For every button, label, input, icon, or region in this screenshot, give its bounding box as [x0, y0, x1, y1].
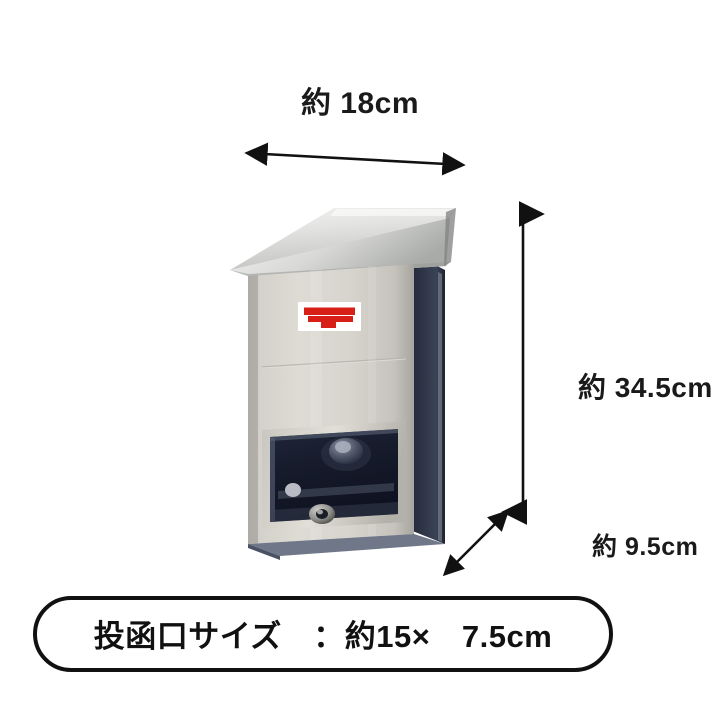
mailbox-product-image	[218, 192, 468, 564]
slot-size-banner: 投函口サイズ ：約15× 7.5cm	[33, 596, 613, 672]
slot-knob-icon	[321, 437, 371, 471]
mailbox-lock-icon	[309, 504, 335, 524]
slot-stopper-icon	[285, 483, 301, 497]
height-dimension-label: 約 34.5cm	[578, 372, 713, 403]
width-dimension-arrow	[244, 142, 466, 176]
postal-mark-icon	[304, 307, 355, 328]
mailbox-illustration	[230, 208, 456, 560]
mailbox-bottom	[248, 534, 445, 560]
slot-size-banner-text: 投函口サイズ ：約15× 7.5cm	[93, 618, 553, 654]
mailbox-side-panel	[410, 252, 445, 544]
postal-mark-plate	[298, 302, 361, 331]
depth-dimension-arrow	[442, 509, 510, 577]
height-dimension-arrow	[501, 201, 545, 525]
depth-dimension-label: 約 9.5cm	[592, 533, 699, 561]
mail-slot-opening	[262, 421, 406, 530]
width-dimension-label: 約 18cm	[300, 87, 420, 120]
